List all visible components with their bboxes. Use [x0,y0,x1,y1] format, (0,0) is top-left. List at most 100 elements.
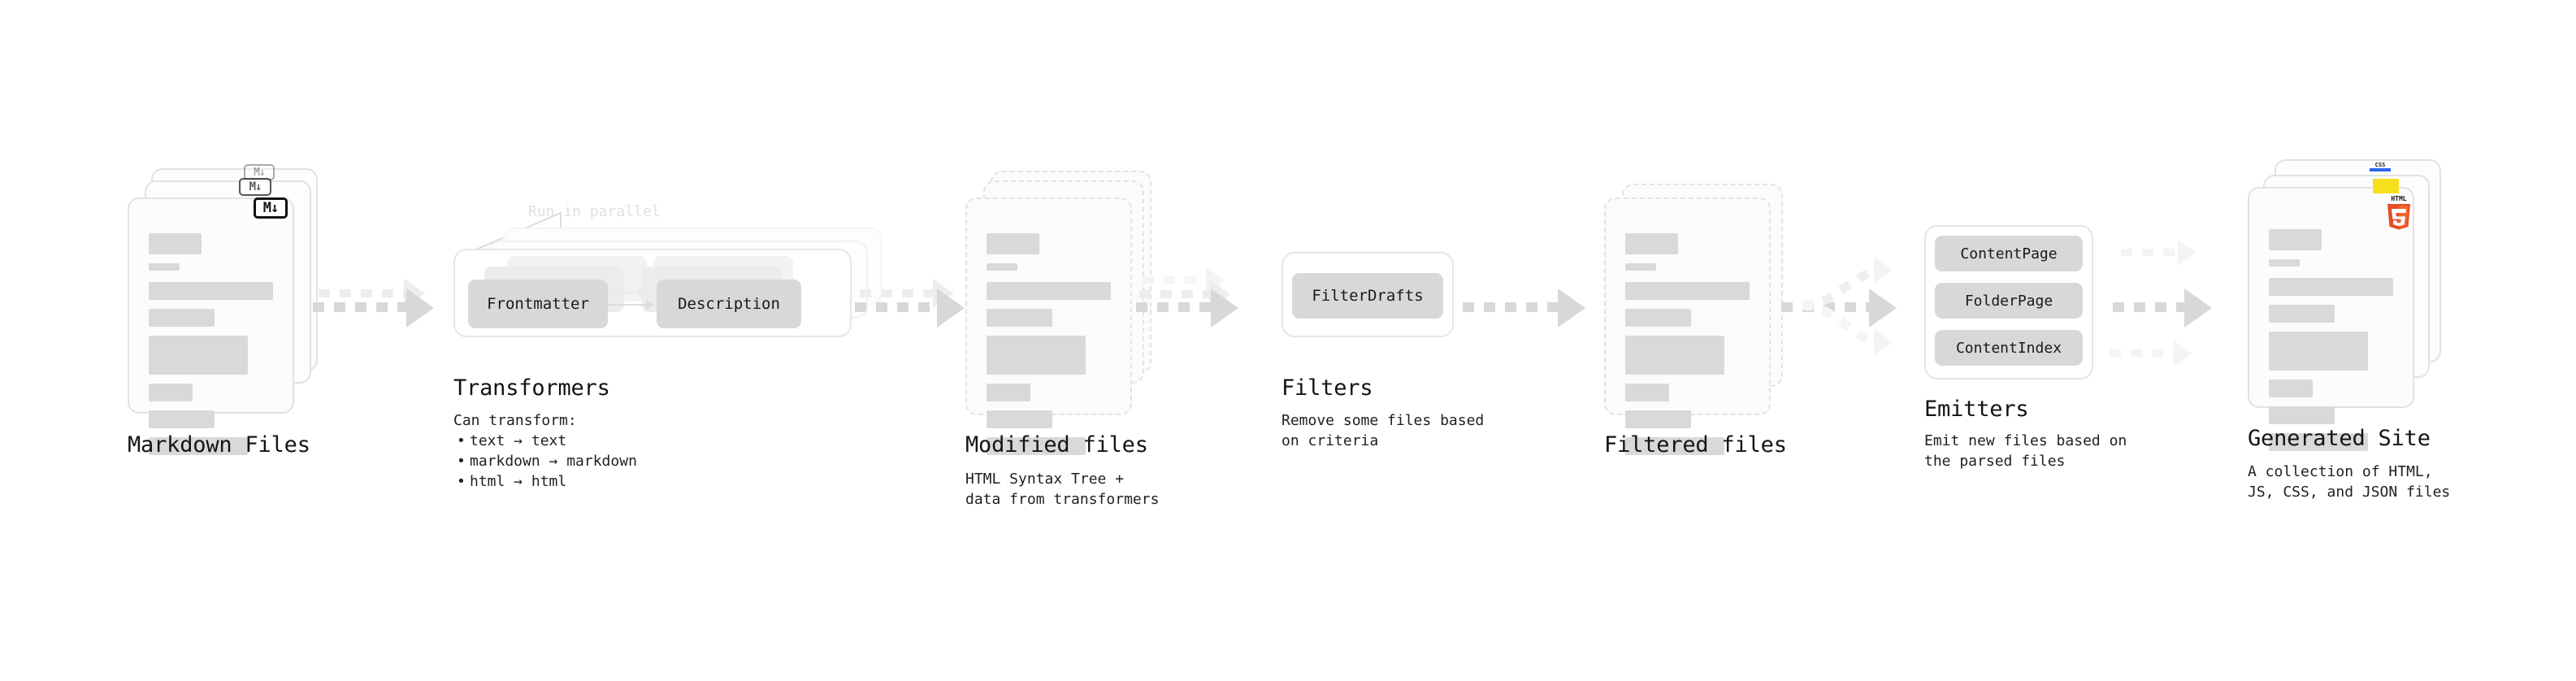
arrowhead-icon [2184,288,2212,327]
filter-chip-filterdrafts[interactable]: FilterDrafts [1292,273,1443,319]
stage-desc-modified-files: HTML Syntax Tree + data from transformer… [965,471,1160,508]
css-badge-label: CSS [2374,162,2386,168]
placeholder-bar [987,384,1030,401]
placeholder-bar [2269,229,2322,250]
placeholder-bar [1625,437,1725,455]
css-badge-bar [2370,168,2391,171]
chip-label: FilterDrafts [1312,287,1424,305]
dotted-line [2121,249,2184,256]
arrowhead-icon [1558,288,1585,327]
markdown-badge: M↓ [239,178,271,196]
stage-title-markdown-files: Markdown Files [128,432,310,458]
placeholder-bar [149,410,215,428]
arrowhead-icon [1874,257,1893,283]
arrowhead-icon [406,288,434,327]
placeholder-bar [2269,305,2335,323]
chip-label: Description [678,295,780,313]
placeholder-bar [987,263,1017,271]
site-card-front [2248,187,2414,451]
filtered-placeholder-bars [1625,233,1750,464]
stage-title-modified-files: Modified files [965,432,1148,458]
emitter-chip-folderpage[interactable]: FolderPage [1935,283,2083,319]
modified-placeholder-bars [987,233,1111,464]
list-item: html → html [457,471,637,492]
markdown-placeholder-bars [149,233,273,464]
placeholder-bar [149,384,193,401]
js-badge-icon [2373,179,2399,193]
transformer-chip-description[interactable]: Description [657,280,801,328]
placeholder-bar [1625,263,1656,271]
stage-desc-filters: Remove some files based on criteria [1281,412,1485,449]
placeholder-bar [2269,433,2369,451]
arrowhead-icon [2178,240,2197,266]
dotted-line [313,302,410,312]
placeholder-bar [1625,233,1678,254]
arrowhead-icon [1869,288,1897,327]
transformer-chip-frontmatter[interactable]: Frontmatter [468,280,608,328]
chip-label: ContentPage [1960,245,2058,262]
chip-label: ContentIndex [1955,339,2062,357]
placeholder-bar [987,336,1086,375]
transform-bullet-list: text → text markdown → markdown html → h… [453,431,637,492]
placeholder-bar [987,437,1086,455]
stage-desc-transformers: Can transform: text → text markdown → ma… [453,410,637,492]
dotted-line [1136,302,1217,312]
placeholder-bar [1625,336,1725,375]
dotted-line [1139,290,1216,298]
placeholder-bar [149,336,249,375]
stage-desc-generated-site: A collection of HTML, JS, CSS, and JSON … [2248,463,2451,501]
svg-text:HTML: HTML [2391,195,2406,202]
placeholder-bar [987,282,1111,300]
list-item: markdown → markdown [457,451,637,471]
chip-label: FolderPage [1964,292,2053,310]
placeholder-bar [149,263,180,271]
site-placeholder-bars [2269,229,2393,460]
dotted-line [2110,349,2179,357]
placeholder-bar [987,233,1039,254]
placeholder-bar [2269,332,2369,371]
markdown-card-front [128,197,294,455]
chip-label: Frontmatter [487,295,589,313]
placeholder-bar [2269,259,2300,267]
dotted-line [319,289,410,297]
arrowhead-icon [1211,288,1238,327]
css-badge-icon: CSS [2370,162,2391,171]
inner-arrow-icon [611,275,646,285]
arrowhead-icon [1874,329,1893,355]
transform-intro: Can transform: [453,412,577,429]
placeholder-bar [2269,406,2335,424]
placeholder-bar [1625,282,1750,300]
inner-arrow-icon [601,300,654,310]
dotted-line [1143,276,1212,284]
placeholder-bar [1625,309,1692,327]
stage-title-generated-site: Generated Site [2248,426,2431,451]
arrowhead-icon [2174,340,2192,367]
markdown-badge: M↓ [254,197,288,219]
placeholder-bar [2269,278,2393,296]
placeholder-bar [149,309,215,327]
emitter-chip-contentpage[interactable]: ContentPage [1935,236,2083,271]
stage-title-emitters: Emitters [1924,397,2029,422]
filtered-card-front [1604,197,1771,455]
modified-card-front [965,197,1132,455]
placeholder-bar [2269,380,2313,397]
stage-desc-emitters: Emit new files based on the parsed files [1924,432,2127,470]
html5-badge-icon: HTML [2383,193,2415,231]
placeholder-bar [149,437,249,455]
inner-arrow-icon [611,288,646,297]
placeholder-bar [1625,410,1692,428]
placeholder-bar [987,410,1053,428]
stage-title-filters: Filters [1281,375,1373,401]
dotted-line [860,289,939,297]
parallel-label: Run in parallel [528,203,661,220]
placeholder-bar [149,233,202,254]
dotted-line [1463,302,1563,312]
emitter-chip-contentindex[interactable]: ContentIndex [1935,330,2083,366]
placeholder-bar [987,309,1053,327]
fanout-curves [1802,265,1884,348]
stage-title-transformers: Transformers [453,375,610,401]
placeholder-bar [1625,384,1669,401]
dotted-line [855,302,943,312]
dotted-line [2113,302,2191,312]
